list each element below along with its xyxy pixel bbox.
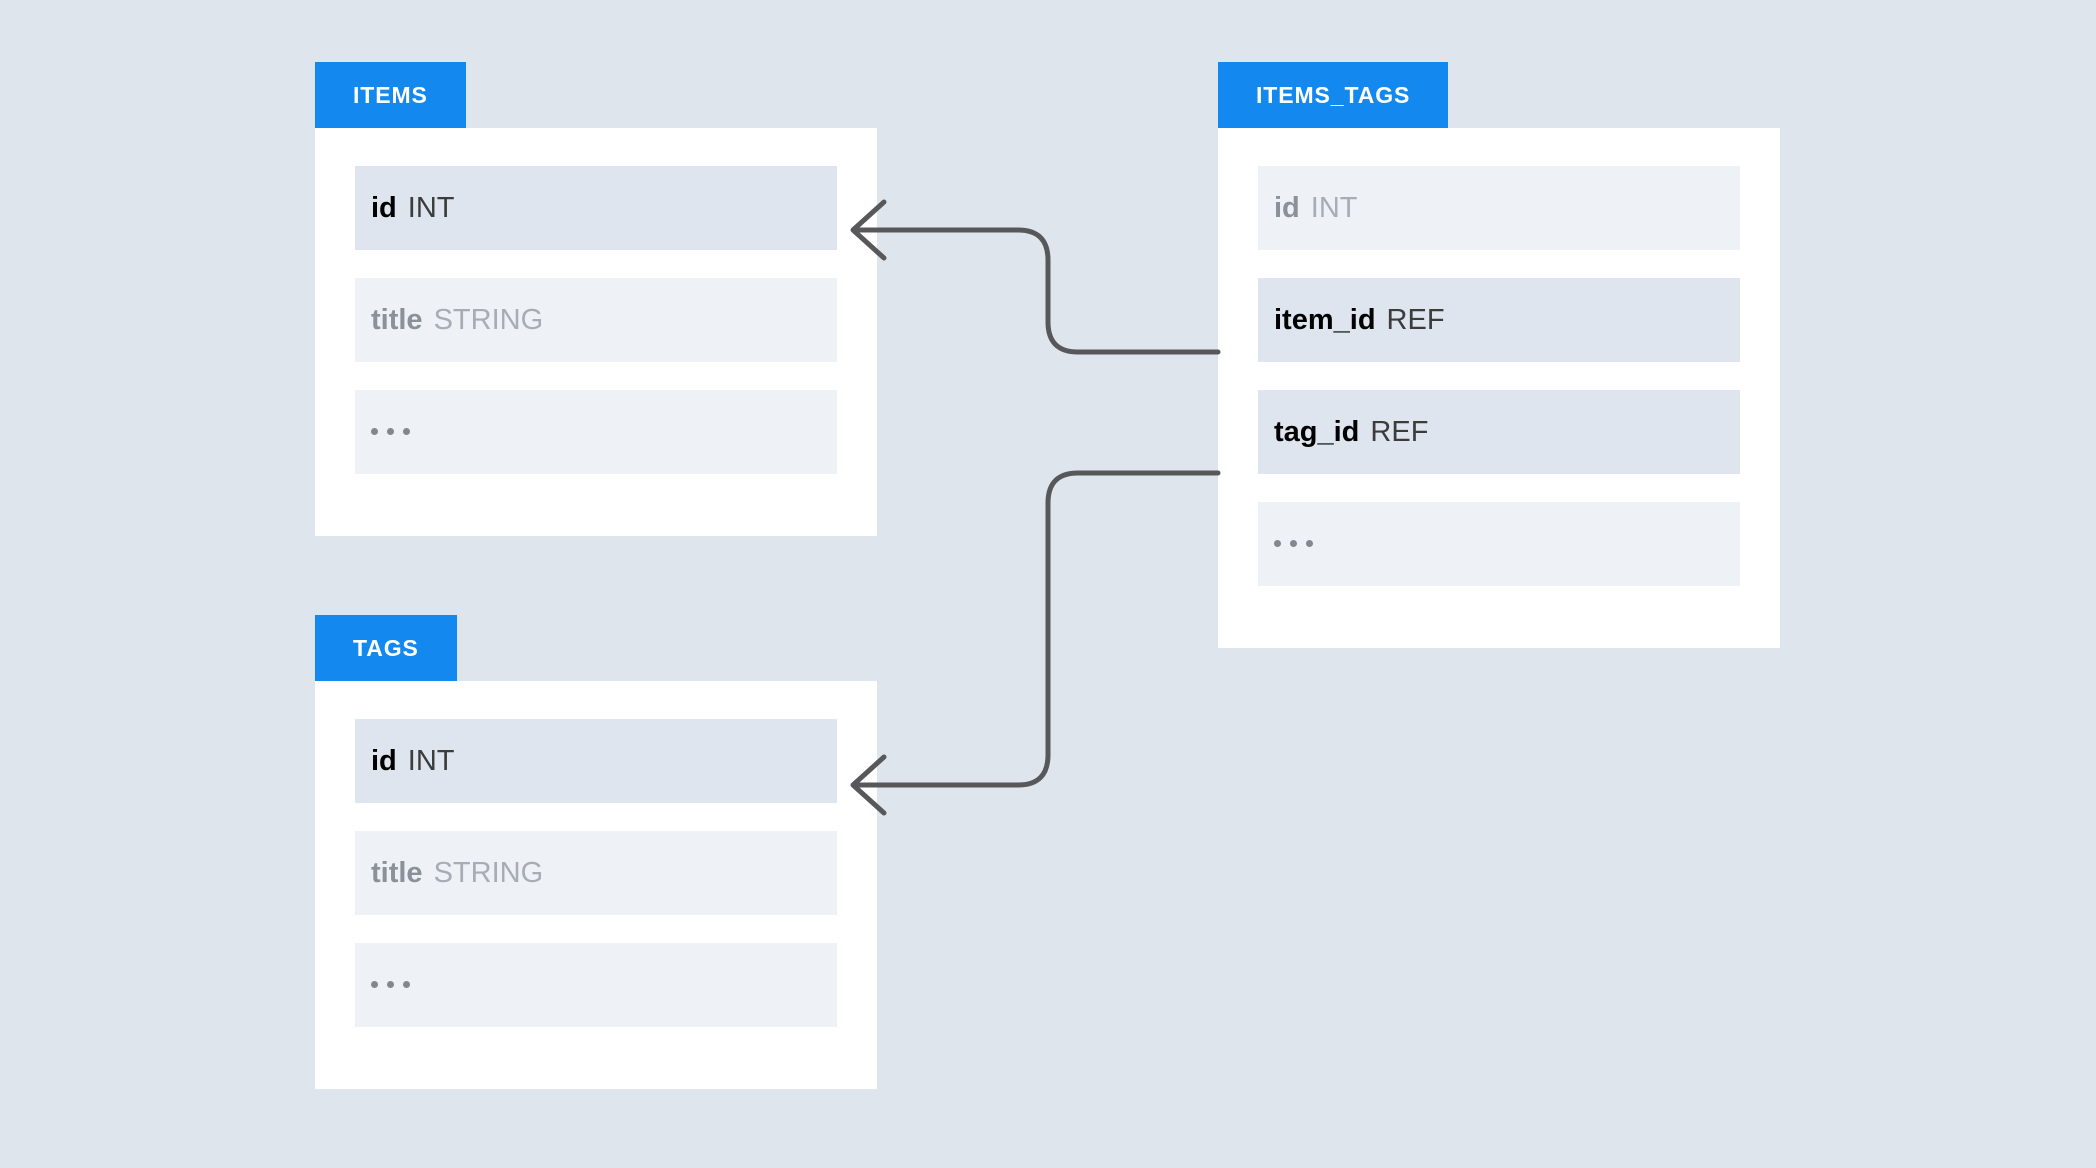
connector-tag-id-to-tags-id — [852, 470, 1221, 788]
field-name: id — [371, 744, 397, 777]
ellipsis-icon — [371, 980, 410, 990]
entity-items-body: id INT title STRING — [315, 128, 877, 536]
field-items-title[interactable]: title STRING — [355, 278, 837, 362]
field-items-tags-item-id[interactable]: item_id REF — [1258, 278, 1740, 362]
entity-items[interactable]: ITEMS id INT title STRING — [315, 62, 877, 536]
field-items-tags-more[interactable] — [1258, 502, 1740, 586]
ellipsis-icon — [371, 427, 410, 437]
entity-items-tags-title: ITEMS_TAGS — [1218, 62, 1449, 128]
entity-items-title: ITEMS — [315, 62, 466, 128]
entity-items-tags-body: id INT item_id REF tag_id REF — [1218, 128, 1780, 648]
field-name: id — [1274, 191, 1300, 224]
connector-item-id-to-items-id — [852, 227, 1221, 355]
field-type: INT — [407, 191, 455, 224]
field-name: tag_id — [1274, 415, 1360, 448]
ellipsis-icon — [1274, 539, 1313, 549]
field-name: title — [371, 856, 423, 889]
field-items-tags-id[interactable]: id INT — [1258, 166, 1740, 250]
field-items-more[interactable] — [355, 390, 837, 474]
field-type: STRING — [433, 303, 544, 336]
entity-items-tags[interactable]: ITEMS_TAGS id INT item_id REF tag_id REF — [1218, 62, 1780, 648]
field-items-id[interactable]: id INT — [355, 166, 837, 250]
field-type: STRING — [433, 856, 544, 889]
entity-tags-title: TAGS — [315, 615, 457, 681]
field-name: item_id — [1274, 303, 1376, 336]
entity-tags[interactable]: TAGS id INT title STRING — [315, 615, 877, 1089]
field-type: INT — [1310, 191, 1358, 224]
field-tags-title[interactable]: title STRING — [355, 831, 837, 915]
field-tags-more[interactable] — [355, 943, 837, 1027]
entity-tags-body: id INT title STRING — [315, 681, 877, 1089]
field-type: REF — [1370, 415, 1429, 448]
field-tags-id[interactable]: id INT — [355, 719, 837, 803]
field-name: title — [371, 303, 423, 336]
field-name: id — [371, 191, 397, 224]
field-type: REF — [1386, 303, 1445, 336]
field-items-tags-tag-id[interactable]: tag_id REF — [1258, 390, 1740, 474]
field-type: INT — [407, 744, 455, 777]
